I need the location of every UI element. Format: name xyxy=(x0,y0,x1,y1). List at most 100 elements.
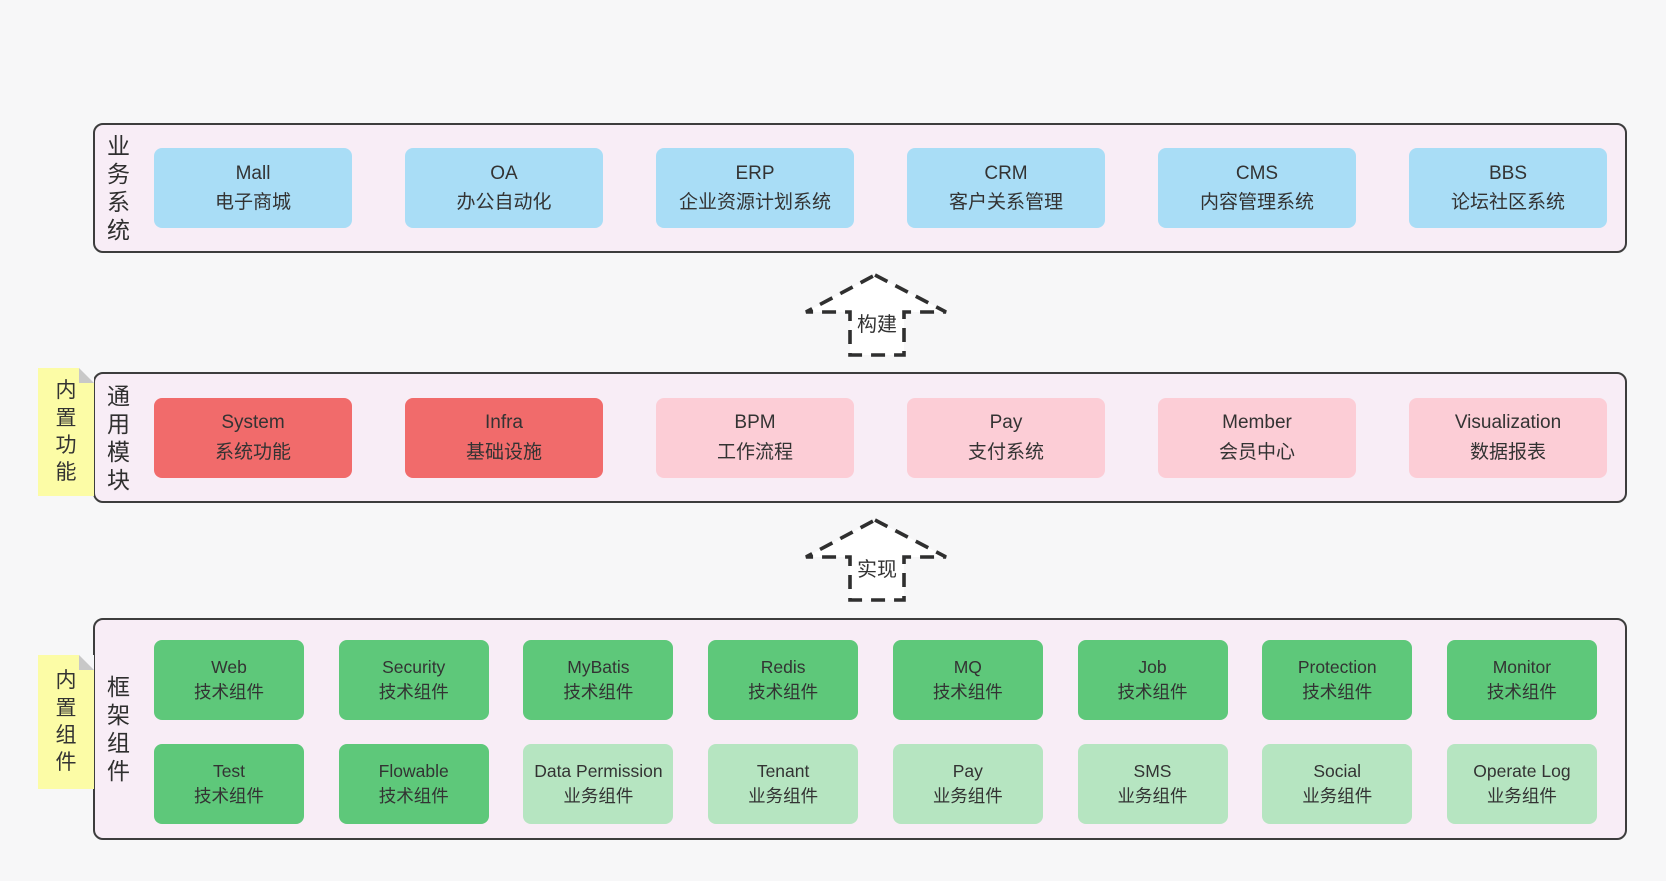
box-name: Pay xyxy=(952,761,983,782)
box-mall: Mall 电子商城 xyxy=(154,148,352,228)
box-desc: 电子商城 xyxy=(214,192,291,213)
box-name: Visualization xyxy=(1454,412,1562,434)
box-name: BBS xyxy=(1488,162,1528,184)
box-desc: 技术组件 xyxy=(194,682,264,702)
box-desc: 技术组件 xyxy=(932,682,1003,702)
box-web: Web 技术组件 xyxy=(154,640,304,720)
box-desc: 业务组件 xyxy=(1117,786,1188,806)
box-desc: 会员中心 xyxy=(1218,441,1295,463)
box-desc: 内容管理系统 xyxy=(1199,192,1314,213)
box-social: Social 业务组件 xyxy=(1262,744,1413,824)
note-built-in-components: 内置组件 xyxy=(38,655,94,789)
box-desc: 技术组件 xyxy=(1486,682,1557,702)
box-name: Redis xyxy=(760,657,806,678)
layer-framework-components: 框架组件 Web 技术组件 Security 技术组件 MyBatis 技术组件… xyxy=(93,618,1627,840)
box-desc: 技术组件 xyxy=(1117,682,1188,702)
box-data-permission: Data Permission 业务组件 xyxy=(523,744,674,824)
box-name: ERP xyxy=(735,162,775,184)
box-name: Infra xyxy=(484,412,524,434)
box-system: System 系统功能 xyxy=(154,397,352,478)
box-pay-biz: Pay 业务组件 xyxy=(892,744,1043,824)
common-modules-side-label: 通用模块 xyxy=(107,382,130,493)
note-label: 内置功能 xyxy=(55,379,77,485)
box-name: CRM xyxy=(984,162,1028,184)
note-built-in-features: 内置功能 xyxy=(38,368,94,496)
box-pay: Pay 支付系统 xyxy=(907,397,1105,478)
box-operate-log: Operate Log 业务组件 xyxy=(1446,744,1597,824)
components-box-row-1: Web 技术组件 Security 技术组件 MyBatis 技术组件 Redi… xyxy=(154,640,1597,720)
box-desc: 技术组件 xyxy=(378,786,449,806)
implement-arrow: 实现 xyxy=(803,517,949,603)
box-desc: 业务组件 xyxy=(1486,786,1557,806)
box-desc: 业务组件 xyxy=(748,786,819,806)
build-arrow: 构建 xyxy=(803,272,949,358)
box-name: Test xyxy=(212,761,246,782)
box-name: BPM xyxy=(734,412,776,434)
box-cms: CMS 内容管理系统 xyxy=(1158,148,1356,228)
box-name: Data Permission xyxy=(534,761,663,782)
box-member: Member 会员中心 xyxy=(1158,397,1356,478)
box-name: Tenant xyxy=(756,761,810,782)
box-desc: 支付系统 xyxy=(967,441,1044,463)
box-name: MQ xyxy=(953,657,982,678)
box-desc: 办公自动化 xyxy=(456,192,552,213)
box-name: Monitor xyxy=(1492,657,1552,678)
note-label: 内置组件 xyxy=(55,669,77,775)
layer-common-modules: 通用模块 System 系统功能 Infra 基础设施 BPM 工作流程 Pay… xyxy=(93,372,1627,503)
framework-components-side-label: 框架组件 xyxy=(107,673,130,785)
box-name: Pay xyxy=(989,412,1023,434)
box-desc: 客户关系管理 xyxy=(948,192,1063,213)
box-infra: Infra 基础设施 xyxy=(405,397,603,478)
box-name: Flowable xyxy=(378,761,449,782)
box-tenant: Tenant 业务组件 xyxy=(708,744,859,824)
implement-arrow-label: 实现 xyxy=(857,558,897,581)
up-arrow-icon: 构建 xyxy=(805,272,947,357)
box-desc: 技术组件 xyxy=(563,682,634,702)
box-security: Security 技术组件 xyxy=(338,640,489,720)
box-test: Test 技术组件 xyxy=(154,744,304,824)
box-desc: 业务组件 xyxy=(932,786,1003,806)
box-mq: MQ 技术组件 xyxy=(892,640,1043,720)
box-bbs: BBS 论坛社区系统 xyxy=(1409,148,1607,228)
box-desc: 技术组件 xyxy=(1302,682,1373,702)
box-name: MyBatis xyxy=(567,657,630,678)
box-redis: Redis 技术组件 xyxy=(708,640,859,720)
box-name: Web xyxy=(211,657,247,678)
box-protection: Protection 技术组件 xyxy=(1262,640,1413,720)
components-box-row-2: Test 技术组件 Flowable 技术组件 Data Permission … xyxy=(154,744,1597,824)
box-desc: 基础设施 xyxy=(465,441,542,463)
box-name: Social xyxy=(1313,761,1362,782)
box-name: Protection xyxy=(1297,657,1377,678)
box-monitor: Monitor 技术组件 xyxy=(1446,640,1597,720)
box-desc: 技术组件 xyxy=(748,682,819,702)
layer-business-systems: 业务系统 Mall 电子商城 OA 办公自动化 ERP 企业资源计划系统 CRM… xyxy=(93,123,1627,253)
build-arrow-label: 构建 xyxy=(857,313,897,336)
box-desc: 业务组件 xyxy=(1302,786,1373,806)
up-arrow-icon: 实现 xyxy=(805,517,947,602)
box-name: Job xyxy=(1138,657,1167,678)
box-bpm: BPM 工作流程 xyxy=(656,397,854,478)
box-name: Security xyxy=(382,657,446,678)
box-desc: 论坛社区系统 xyxy=(1450,192,1565,213)
business-systems-side-label: 业务系统 xyxy=(107,132,130,244)
modules-box-row: System 系统功能 Infra 基础设施 BPM 工作流程 Pay 支付系统… xyxy=(154,397,1607,478)
box-name: SMS xyxy=(1133,761,1172,782)
box-name: Operate Log xyxy=(1473,761,1571,782)
box-desc: 技术组件 xyxy=(378,682,449,702)
box-name: OA xyxy=(490,162,518,184)
box-crm: CRM 客户关系管理 xyxy=(907,148,1105,228)
box-name: CMS xyxy=(1235,162,1279,184)
box-name: Member xyxy=(1222,412,1292,434)
box-flowable: Flowable 技术组件 xyxy=(338,744,489,824)
box-oa: OA 办公自动化 xyxy=(405,148,603,228)
box-visualization: Visualization 数据报表 xyxy=(1409,397,1607,478)
box-name: Mall xyxy=(235,162,271,184)
box-desc: 数据报表 xyxy=(1469,441,1546,463)
box-job: Job 技术组件 xyxy=(1077,640,1228,720)
box-erp: ERP 企业资源计划系统 xyxy=(656,148,854,228)
box-sms: SMS 业务组件 xyxy=(1077,744,1228,824)
box-desc: 系统功能 xyxy=(214,441,291,463)
box-desc: 企业资源计划系统 xyxy=(678,192,831,213)
box-name: System xyxy=(221,412,285,434)
